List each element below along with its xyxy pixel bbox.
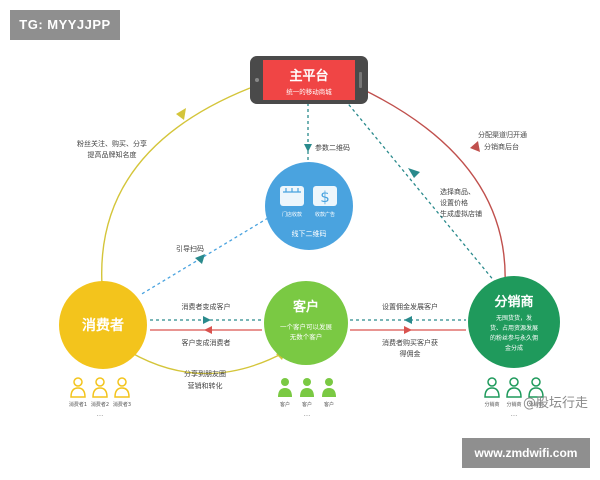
person-icon-head — [509, 377, 519, 387]
person-icon-head — [325, 378, 333, 386]
label-set-comm: 设置佣金发展客户 — [382, 302, 438, 311]
ellipsis: ... — [511, 410, 518, 418]
person-label: 客户 — [280, 401, 290, 408]
offline-right-label: 收款广告 — [315, 211, 335, 218]
dash-arrow-up-right — [408, 168, 420, 178]
label-choose-3: 生成虚拟店铺 — [440, 209, 482, 218]
arc-share — [129, 351, 286, 375]
label-fans-1: 粉丝关注、购买、分享 — [77, 139, 147, 148]
watermark-text: @股坛行走 — [522, 396, 588, 411]
tag-badge: TG: MYYJJPP — [10, 10, 120, 40]
arrow-right-1 — [203, 316, 211, 324]
arrow-right-2 — [404, 326, 412, 334]
person-icon — [70, 387, 86, 398]
person-label: 分销商 — [484, 401, 499, 408]
ellipsis: ... — [97, 410, 104, 418]
customer-line2: 无数个客户 — [290, 332, 323, 341]
person-label: 客户 — [302, 401, 312, 408]
person-icon-head — [303, 378, 311, 386]
arc-arrow-yellow — [176, 108, 186, 120]
distributor-title: 分销商 — [494, 294, 533, 310]
distributor-line4: 金分成 — [505, 344, 523, 352]
person-icon-head — [73, 377, 83, 387]
label-c2c-bottom: 客户变成消费者 — [182, 338, 231, 347]
consumer-circle — [59, 281, 147, 369]
offline-caption: 线下二维码 — [292, 229, 327, 238]
label-cust-buy-2: 得佣金 — [400, 349, 421, 358]
distributor-line1: 无囤货货，发 — [496, 314, 532, 322]
label-share-2: 营销和转化 — [188, 381, 223, 390]
customer-title: 客户 — [293, 299, 319, 315]
arc-arrow-red — [470, 141, 480, 152]
person-icon-head — [531, 377, 541, 387]
person-icon — [322, 388, 336, 397]
label-apply-1: 分配渠道归开通 — [478, 130, 527, 139]
ellipsis: ... — [304, 410, 311, 418]
dollar-icon-bg — [313, 186, 337, 206]
label-choose-1: 选择商品、 — [440, 187, 475, 196]
customer-line1: 一个客户可以发展 — [280, 322, 333, 331]
person-icon — [528, 387, 544, 398]
person-label: 消费者1 — [69, 401, 87, 408]
distributor-person-icons: 分销商...分销商分销商 — [484, 377, 544, 418]
person-icon — [278, 388, 292, 397]
arc-platform-to-consumer — [101, 87, 251, 286]
label-param-qr: 参数二维码 — [315, 143, 350, 152]
person-label: 分销商 — [506, 401, 521, 408]
offline-qr-circle — [265, 162, 353, 250]
person-icon — [92, 387, 108, 398]
label-c2c-top: 消费者变成客户 — [182, 302, 231, 311]
distributor-line3: 的粉丝参与永久佣 — [490, 334, 538, 342]
person-icon — [484, 387, 500, 398]
dash-arrow-down — [304, 144, 312, 152]
arc-platform-to-distributor — [359, 87, 506, 286]
main-platform-phone — [250, 56, 368, 104]
label-fans-2: 提高品牌知名度 — [88, 150, 137, 159]
label-cust-buy-1: 消费者购买客户获 — [382, 338, 438, 347]
dollar-icon: $ — [320, 188, 330, 206]
shop-icon-roof — [283, 188, 301, 193]
person-label: 分销商 — [528, 401, 543, 408]
person-label: 客户 — [324, 401, 334, 408]
platform-subtitle: 统一的移动商城 — [286, 87, 332, 96]
label-choose-2: 设置价格 — [440, 198, 468, 207]
customer-circle — [264, 281, 348, 365]
customer-person-icons: 客户... 客户 客户 — [278, 378, 336, 418]
person-icon — [114, 387, 130, 398]
person-icon-head — [487, 377, 497, 387]
consumer-title: 消费者 — [82, 317, 124, 334]
person-icon-head — [95, 377, 105, 387]
person-icon-head — [281, 378, 289, 386]
person-icon — [506, 387, 522, 398]
offline-left-label: 门店收款 — [282, 211, 302, 218]
arrow-left-1 — [204, 326, 212, 334]
distributor-circle — [468, 276, 560, 368]
arrow-left-2 — [404, 316, 412, 324]
person-icon — [300, 388, 314, 397]
label-guide-scan: 引导扫码 — [176, 244, 204, 253]
label-share-1: 分享到朋友圈 — [184, 369, 226, 378]
consumer-person-icons: 消费者1... 消费者2 消费者3 — [69, 377, 131, 418]
person-icon-head — [117, 377, 127, 387]
person-label: 消费者2 — [91, 401, 109, 408]
distributor-line2: 货、占用资源发展 — [490, 324, 538, 332]
label-apply-2: 分销商后台 — [484, 142, 519, 151]
dash-arrow-down-left — [195, 254, 205, 264]
site-badge: www.zmdwifi.com — [462, 438, 590, 468]
person-label: 消费者3 — [113, 401, 131, 408]
platform-title: 主平台 — [289, 68, 328, 84]
